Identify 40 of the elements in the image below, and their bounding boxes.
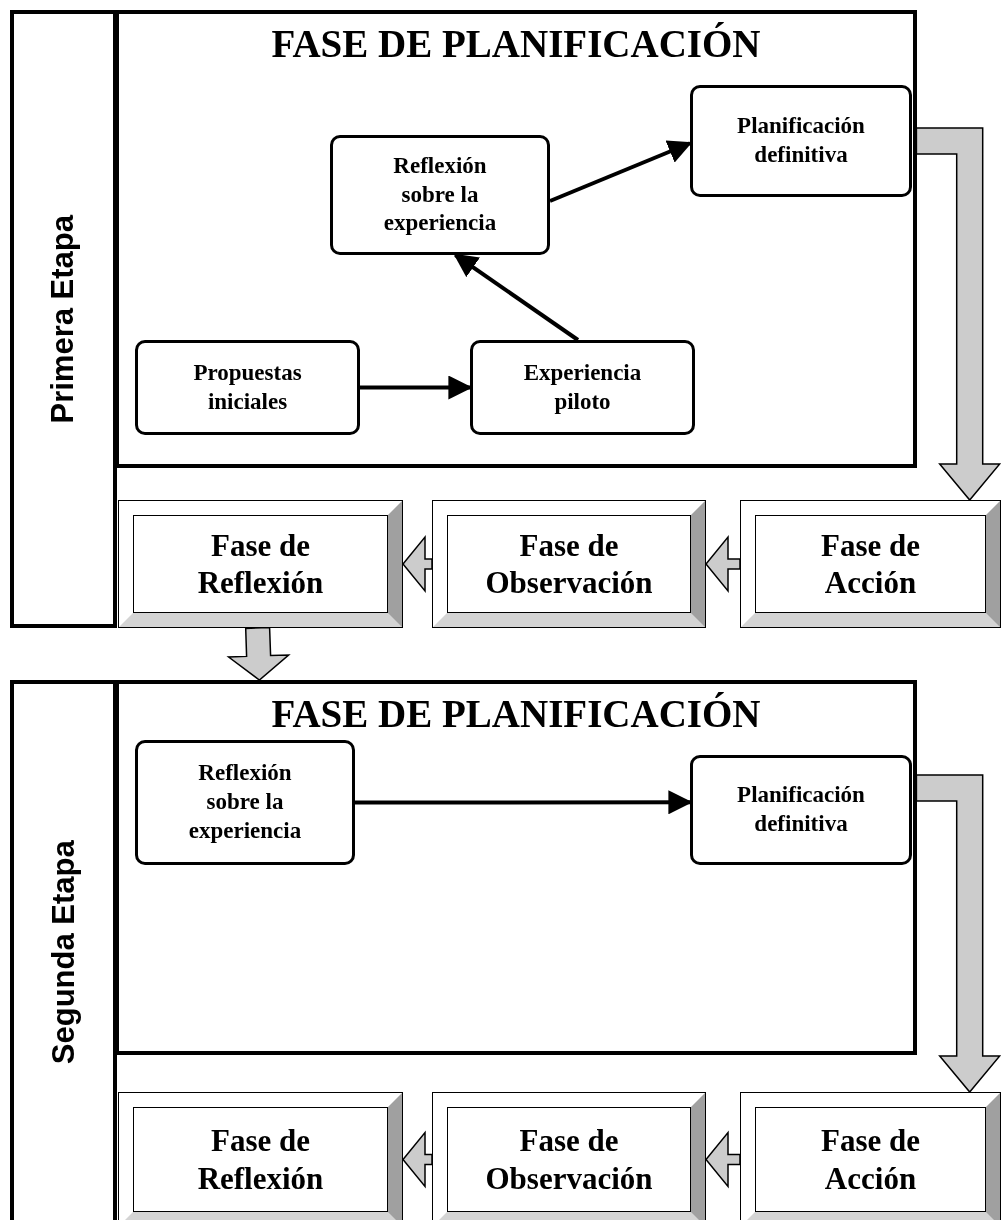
bevel-box	[118, 1092, 403, 1220]
bevel-box	[118, 500, 403, 628]
node-label: Reflexión sobre la experiencia	[382, 151, 498, 238]
step-box	[690, 85, 912, 197]
arrow	[453, 253, 580, 342]
step-box	[690, 755, 912, 865]
block-arrow	[915, 774, 1001, 1094]
node-label: Reflexión sobre la experiencia	[187, 759, 303, 845]
stage-band	[10, 10, 117, 628]
stage-band	[10, 680, 117, 1220]
block-arrow	[705, 1130, 741, 1189]
node-label: Fase de Acción	[820, 526, 921, 602]
node-label: Fase de Observación	[484, 526, 654, 602]
step-box	[135, 740, 355, 865]
bevel-box	[740, 1092, 1001, 1220]
block-arrow	[402, 1130, 433, 1189]
block-arrow	[226, 626, 291, 681]
node-label: FASE DE PLANIFICACIÓN	[271, 21, 761, 67]
step-box	[330, 135, 550, 255]
node-label: Propuestas iniciales	[192, 358, 303, 416]
node-label: Segunda Etapa	[44, 840, 82, 1065]
block-arrow	[915, 127, 1001, 502]
node-label: Planificación definitiva	[736, 112, 866, 169]
node-label: Fase de Reflexión	[196, 526, 325, 602]
node-label: Planificación definitiva	[736, 781, 866, 838]
node-label: FASE DE PLANIFICACIÓN	[271, 691, 761, 737]
bevel-box	[432, 500, 706, 628]
phase-panel	[115, 10, 917, 468]
step-box	[135, 340, 360, 435]
bevel-box	[740, 500, 1001, 628]
bevel-box	[432, 1092, 706, 1220]
block-arrow	[705, 534, 741, 594]
step-box	[470, 340, 695, 435]
block-arrow	[402, 534, 433, 594]
node-label: Primera Etapa	[44, 214, 82, 424]
node-label: Fase de Reflexión	[196, 1122, 325, 1197]
node-label: Fase de Acción	[820, 1122, 921, 1197]
node-label: Fase de Observación	[484, 1122, 654, 1197]
phase-panel	[115, 680, 917, 1055]
node-label: Experiencia piloto	[522, 358, 643, 416]
